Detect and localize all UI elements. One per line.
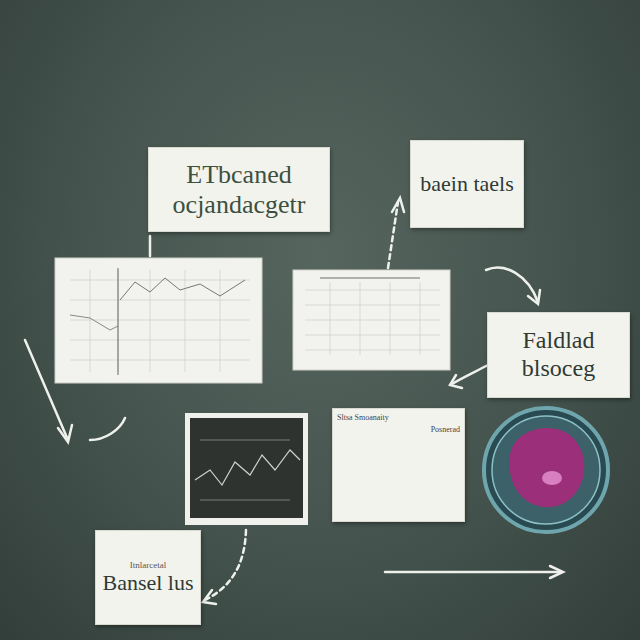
text-box: ETbcaned ocjandacgetr [148, 147, 330, 232]
text-box: ItnlarcetalBansel lus [95, 530, 201, 625]
box-text: Posnerad [337, 425, 460, 434]
box-heading: Itnlarcetal [130, 560, 166, 570]
grid-chart [293, 270, 450, 370]
box-text: Bansel lus [102, 570, 193, 595]
box-heading: Sltsa Smoanaity [337, 413, 460, 422]
line-chart [55, 258, 262, 383]
petri-dish [484, 408, 608, 532]
text-box: baein taels [410, 140, 524, 228]
box-heading: Faldlad blsoceg [496, 327, 621, 382]
box-heading: baein taels [420, 171, 513, 196]
text-box: Sltsa SmoanaityPosnerad [332, 408, 465, 522]
dark-chart [185, 413, 308, 525]
box-heading: ETbcaned ocjandacgetr [157, 160, 321, 220]
text-box: Faldlad blsoceg [487, 312, 630, 398]
